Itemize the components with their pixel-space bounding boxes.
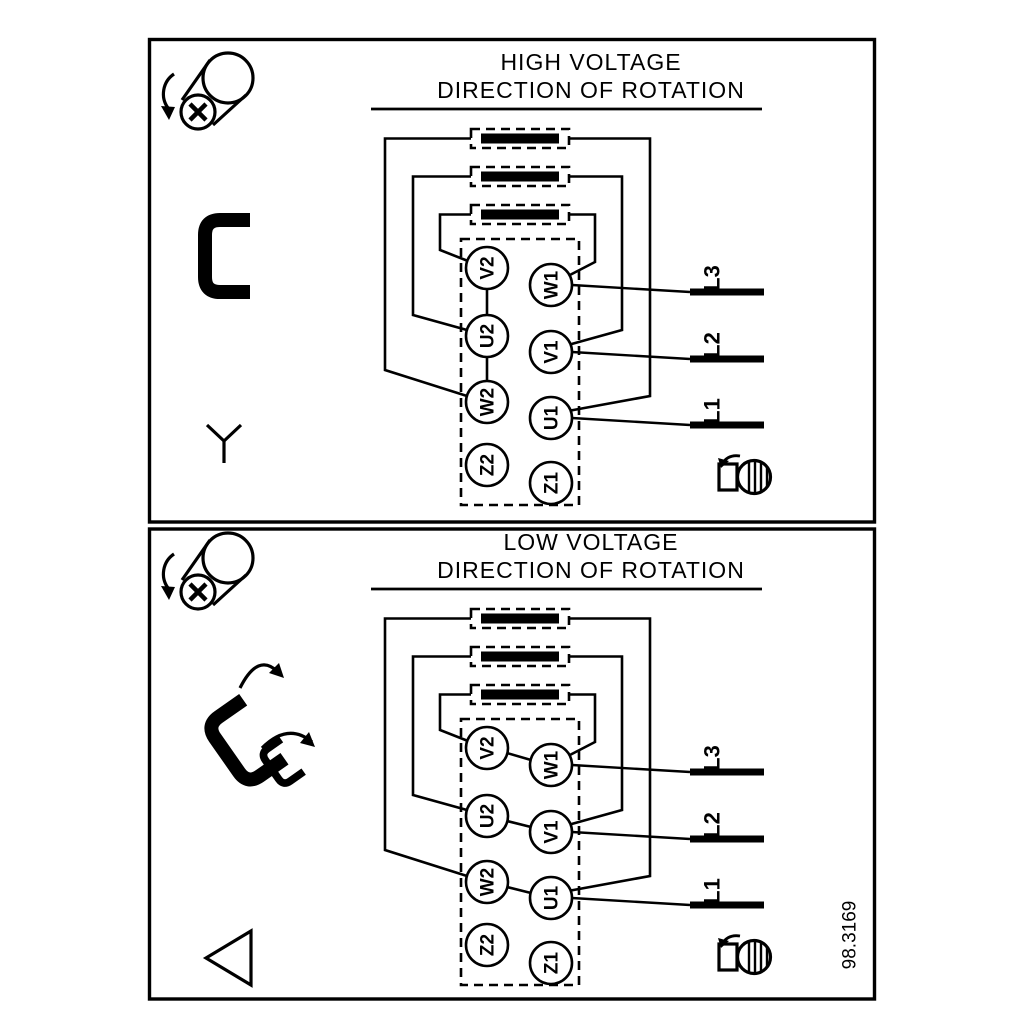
terminal-link-icon bbox=[205, 220, 250, 292]
terminal-label-v1: V1 bbox=[542, 340, 563, 364]
link-bar-3 bbox=[481, 689, 559, 700]
link-bar-1 bbox=[481, 133, 559, 144]
terminal-z1 bbox=[528, 460, 574, 506]
terminal-label-v1: V1 bbox=[542, 820, 563, 844]
wire-left-1 bbox=[383, 617, 471, 878]
panel-title: LOW VOLTAGE bbox=[503, 529, 678, 555]
supply-label-l1: L1 bbox=[700, 398, 725, 424]
supply-wire-l1 bbox=[571, 896, 691, 907]
link-bar-3 bbox=[481, 209, 559, 220]
wire-right-2 bbox=[567, 175, 624, 347]
terminal-label-w1: W1 bbox=[542, 750, 563, 779]
terminal-label-u2: U2 bbox=[478, 324, 499, 348]
terminal-u2 bbox=[464, 793, 510, 839]
wire-left-3 bbox=[438, 693, 471, 743]
panel-frame-bottom bbox=[147, 527, 877, 1001]
terminal-board bbox=[459, 717, 581, 987]
panel-frame-top bbox=[147, 37, 877, 524]
terminal-v2 bbox=[464, 725, 510, 771]
terminal-label-z1: Z1 bbox=[542, 951, 563, 974]
supply-label-l2: L2 bbox=[700, 812, 725, 838]
wire-right-1 bbox=[567, 617, 652, 893]
terminal-u2 bbox=[464, 313, 510, 359]
supply-wire-l2 bbox=[571, 830, 691, 841]
terminal-label-v2: V2 bbox=[478, 736, 499, 759]
supply-label-l3: L3 bbox=[700, 745, 725, 771]
terminal-label-w2: W2 bbox=[478, 388, 499, 417]
terminal-label-w1: W1 bbox=[542, 270, 563, 299]
terminal-label-z1: Z1 bbox=[542, 471, 563, 494]
delta-link-w2-u1 bbox=[506, 885, 532, 895]
terminal-label-z2: Z2 bbox=[478, 454, 499, 476]
panel-title: HIGH VOLTAGE bbox=[500, 49, 681, 75]
panel-subtitle: DIRECTION OF ROTATION bbox=[437, 557, 745, 583]
screwdriver-icon bbox=[161, 53, 253, 129]
wire-right-3 bbox=[565, 213, 597, 279]
supply-label-l2: L2 bbox=[700, 332, 725, 358]
rotation-direction-icon bbox=[716, 454, 773, 496]
supply-wire-l2 bbox=[571, 350, 691, 361]
terminal-z2 bbox=[464, 442, 510, 488]
wire-left-2 bbox=[411, 175, 471, 332]
supply-label-l1: L1 bbox=[700, 878, 725, 904]
link-bar-2 bbox=[481, 651, 559, 662]
delta-link-u2-v1 bbox=[506, 819, 532, 829]
supply-wire-l3 bbox=[571, 283, 691, 294]
wire-right-1 bbox=[567, 137, 652, 413]
terminal-label-w2: W2 bbox=[478, 868, 499, 897]
link-bar-2 bbox=[481, 171, 559, 182]
link-bar-1 bbox=[481, 613, 559, 624]
supply-wire-l1 bbox=[571, 416, 691, 427]
terminal-z2 bbox=[464, 922, 510, 968]
terminal-label-u1: U1 bbox=[542, 405, 563, 430]
wire-right-2 bbox=[567, 655, 624, 827]
supply-label-l3: L3 bbox=[700, 265, 725, 291]
wire-left-1 bbox=[383, 137, 471, 398]
delta-symbol bbox=[202, 928, 253, 988]
link-reposition-icon bbox=[206, 663, 315, 786]
terminal-z1 bbox=[528, 940, 574, 986]
rotation-direction-icon bbox=[716, 934, 773, 976]
terminal-w2 bbox=[464, 859, 510, 905]
panel-high-voltage: HIGH VOLTAGE DIRECTION OF ROTATION V2 U2… bbox=[161, 49, 773, 507]
panel-subtitle: DIRECTION OF ROTATION bbox=[437, 77, 745, 103]
screwdriver-icon bbox=[161, 533, 253, 609]
wire-left-3 bbox=[438, 213, 471, 263]
terminal-label-u1: U1 bbox=[542, 885, 563, 910]
wire-right-3 bbox=[565, 693, 597, 759]
wire-left-2 bbox=[411, 655, 471, 812]
terminal-label-u2: U2 bbox=[478, 804, 499, 828]
terminal-board bbox=[459, 237, 581, 507]
terminal-label-z2: Z2 bbox=[478, 934, 499, 956]
terminal-label-v2: V2 bbox=[478, 256, 499, 279]
terminal-v2 bbox=[464, 245, 510, 291]
panel-low-voltage: LOW VOLTAGE DIRECTION OF ROTATION V2 U2 … bbox=[161, 529, 861, 988]
drawing-number: 98.3169 bbox=[840, 901, 861, 970]
delta-link-v2-w1 bbox=[506, 751, 532, 762]
terminal-w2 bbox=[464, 379, 510, 425]
star-symbol bbox=[205, 423, 243, 463]
supply-wire-l3 bbox=[571, 763, 691, 774]
